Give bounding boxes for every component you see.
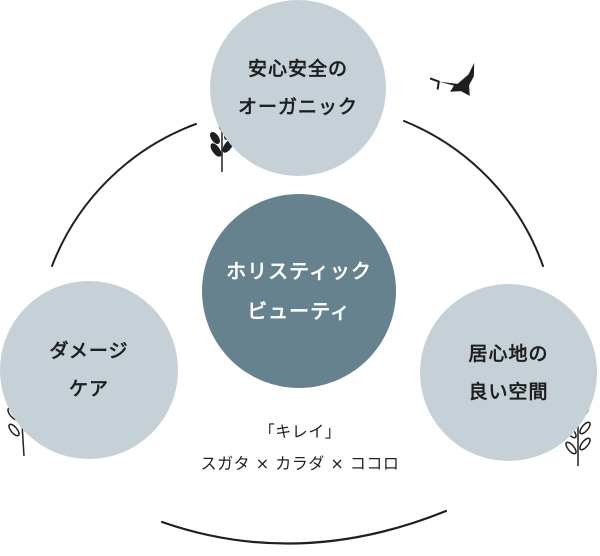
- node-organic: 安心安全の オーガニック: [210, 0, 386, 176]
- caption-line2: スガタ × カラダ × ココロ: [150, 448, 450, 480]
- arc-bottom: [162, 511, 446, 544]
- swallow-bird-icon: [431, 59, 486, 107]
- caption-line1: 「キレイ」: [150, 416, 450, 448]
- node-holistic-beauty-line1: ホリスティック: [226, 251, 372, 291]
- node-comfortable-space-line2: 良い空間: [468, 373, 548, 411]
- caption: 「キレイ」 スガタ × カラダ × ココロ: [150, 416, 450, 480]
- node-organic-line1: 安心安全の: [248, 50, 348, 88]
- arc-top-right: [404, 121, 543, 266]
- node-damage-care-line2: ケア: [69, 370, 109, 408]
- node-organic-line2: オーガニック: [238, 88, 358, 126]
- node-comfortable-space-line1: 居心地の: [468, 335, 548, 373]
- node-holistic-beauty: ホリスティック ビューティ: [202, 194, 396, 388]
- arc-top-left: [52, 124, 196, 266]
- node-damage-care-line1: ダメージ: [49, 332, 128, 370]
- node-holistic-beauty-line2: ビューティ: [247, 291, 351, 331]
